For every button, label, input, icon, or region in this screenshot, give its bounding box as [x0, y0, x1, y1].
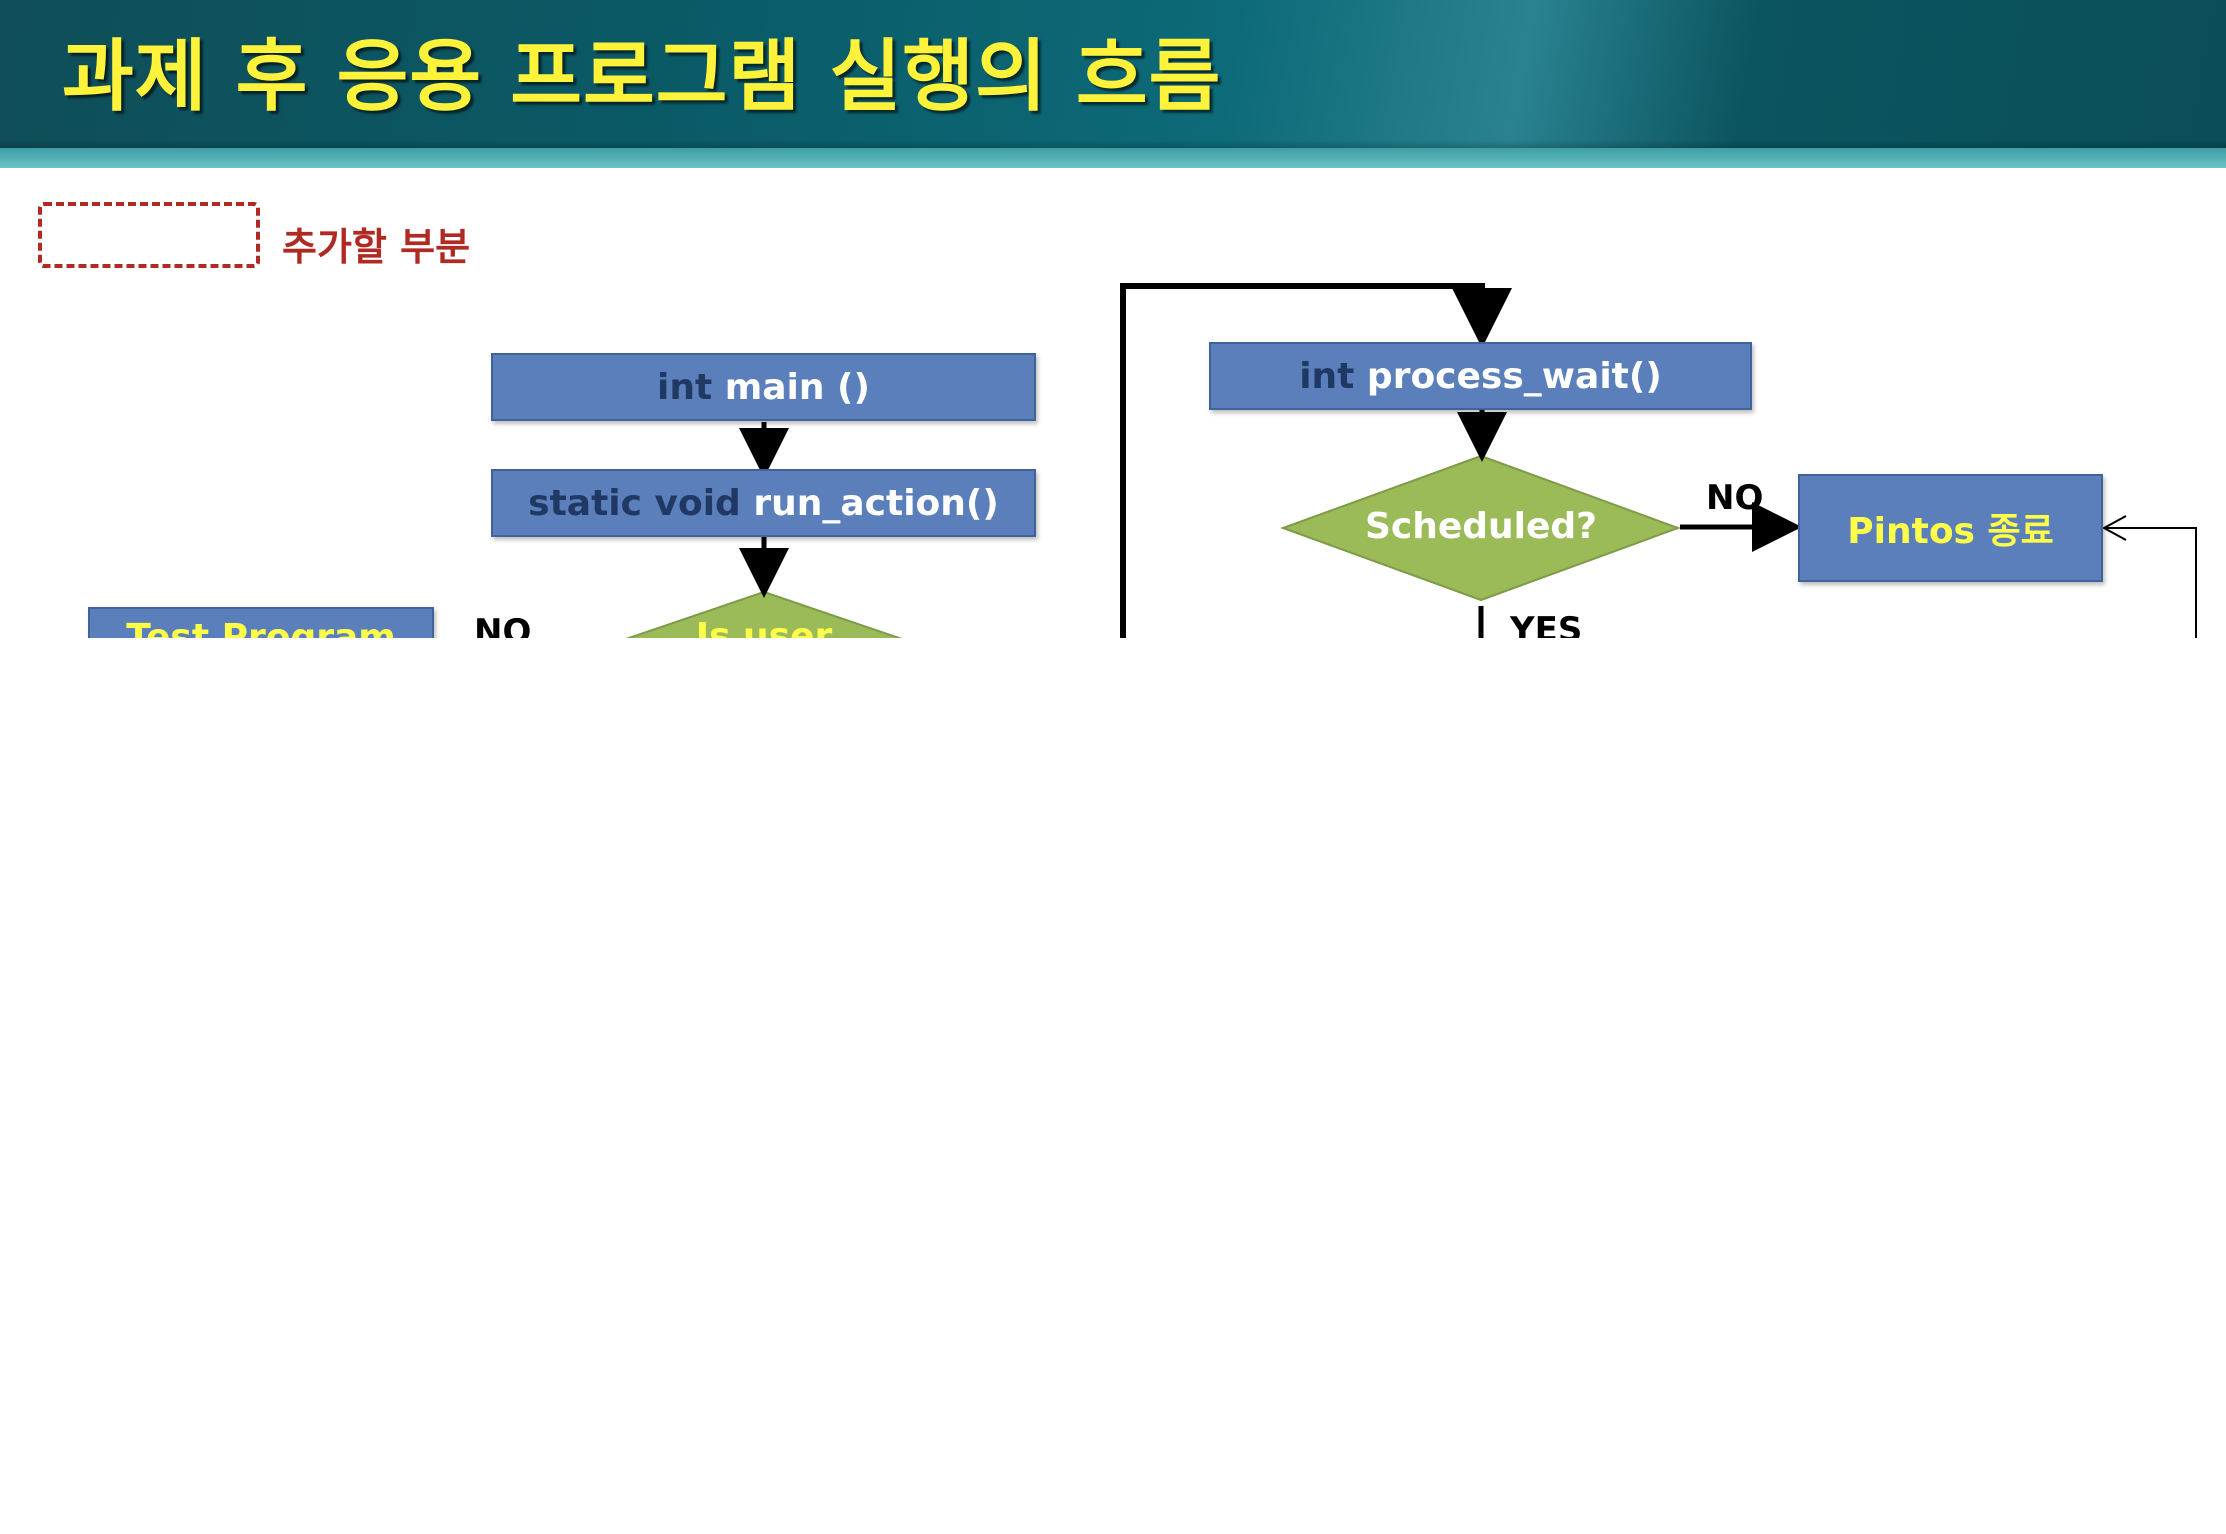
page-title: 과제 후 응용 프로그램 실행의 흐름	[62, 32, 1222, 122]
run-action-box: static void run_action()	[491, 469, 1036, 537]
header-shadow	[0, 140, 2226, 148]
edge-label-no-right: NO	[1706, 478, 1764, 518]
open-arrowhead-pintos	[2101, 515, 2127, 541]
edge-label-no-left: NO	[474, 612, 532, 638]
loop-line-to-process-wait	[1120, 283, 1512, 638]
legend-dashed-box	[38, 202, 260, 268]
main-name: main ()	[724, 366, 870, 408]
header-band	[0, 148, 2226, 168]
process-wait-box: int process_wait()	[1209, 342, 1752, 410]
test-program-label: Test Program	[126, 617, 396, 638]
main-prefix: int	[657, 366, 725, 408]
run-action-name: run_action()	[753, 482, 999, 524]
return-line-to-pintos	[2104, 527, 2197, 638]
main-function-box: int main ()	[491, 353, 1036, 421]
is-user-label: Is user	[695, 616, 833, 638]
edge-label-yes: YES	[1510, 610, 1583, 638]
connector-lines	[625, 283, 2197, 638]
run-action-prefix: static void	[528, 482, 754, 524]
diagram-area: int main () static void run_action() int…	[0, 0, 2226, 638]
legend-label: 추가할 부분	[282, 225, 471, 269]
scheduled-label: Scheduled?	[1364, 506, 1598, 547]
test-program-box: Test Program	[88, 607, 434, 638]
header-bar: 과제 후 응용 프로그램 실행의 흐름	[0, 0, 2226, 168]
pintos-exit-label: Pintos 종료	[1847, 511, 2054, 552]
process-wait-name: process_wait()	[1366, 355, 1662, 397]
pintos-exit-box: Pintos 종료	[1798, 474, 2103, 582]
is-user-diamond	[625, 590, 903, 638]
scheduled-diamond	[1280, 454, 1681, 602]
process-wait-prefix: int	[1299, 355, 1367, 397]
